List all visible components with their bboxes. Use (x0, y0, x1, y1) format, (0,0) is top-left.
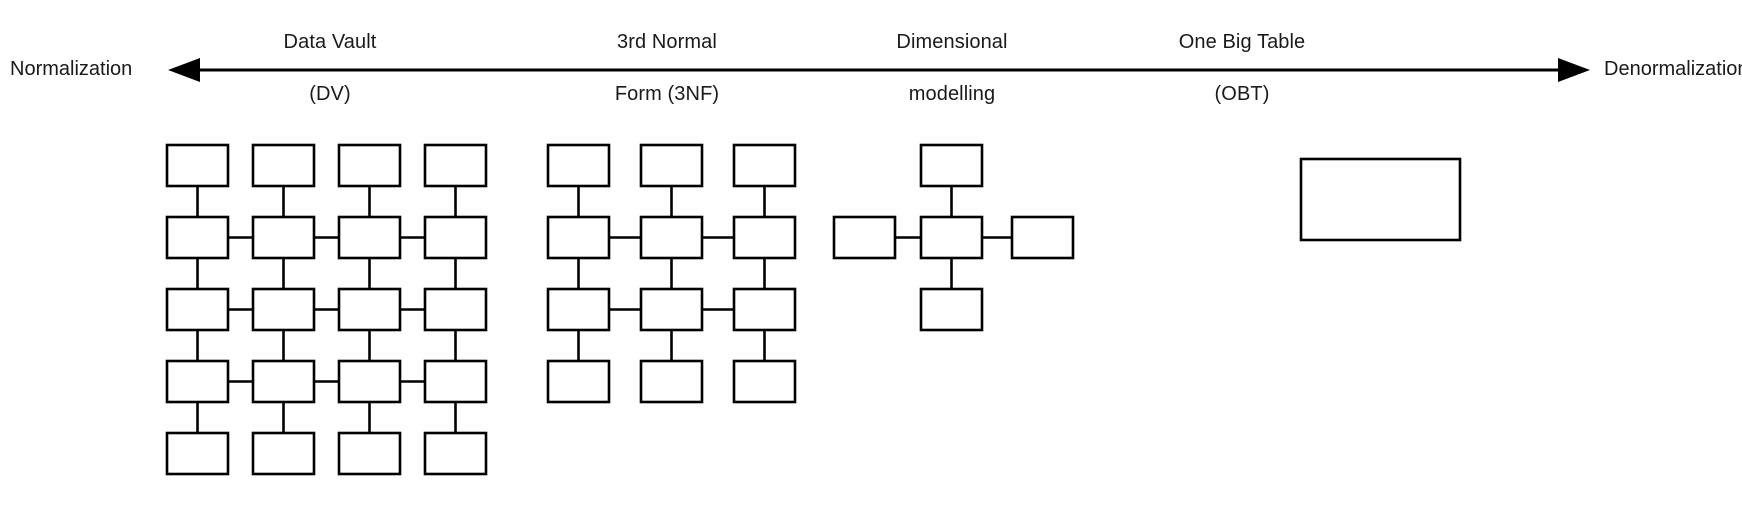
dv-box (423, 431, 488, 476)
tnf-box (639, 215, 704, 260)
dim-satellite-box-left (832, 215, 897, 260)
tnf-box (546, 215, 611, 260)
dv-box (251, 287, 316, 332)
obt-box (1299, 157, 1462, 242)
column-header-line2: (DV) (309, 83, 351, 105)
column-header-dimensional-modelling: Dimensional modelling (852, 3, 1052, 107)
tnf-box (732, 287, 797, 332)
dv-box (165, 431, 230, 476)
dv-box (337, 287, 402, 332)
column-header-line1: 3rd Normal (617, 31, 717, 53)
tnf-box (639, 143, 704, 188)
arrow-head-left-icon (168, 58, 200, 82)
dimensional-star-schema (832, 143, 1075, 332)
axis-label-denormalization: Denormalization (1604, 58, 1742, 80)
tnf-box (732, 143, 797, 188)
dv-horizontal-connectors (228, 236, 425, 383)
column-header-line1: Dimensional (896, 31, 1008, 53)
tnf-box (546, 359, 611, 404)
dim-satellite-box-bottom (919, 287, 984, 332)
dv-box (337, 359, 402, 404)
dv-box (165, 359, 230, 404)
dv-box (423, 359, 488, 404)
dv-box (165, 215, 230, 260)
dim-fact-box-center (919, 215, 984, 260)
third-normal-form-schema (546, 143, 797, 404)
dim-satellite-box-right (1010, 215, 1075, 260)
tnf-box (732, 359, 797, 404)
dv-box (165, 143, 230, 188)
dv-box (337, 143, 402, 188)
column-header-one-big-table: One Big Table (OBT) (1142, 3, 1342, 107)
tnf-vertical-connectors (577, 186, 766, 361)
column-header-line2: (OBT) (1214, 83, 1270, 105)
axis-label-normalization: Normalization (10, 58, 133, 80)
dv-box (337, 431, 402, 476)
tnf-horizontal-connectors (609, 236, 734, 311)
tnf-box (546, 143, 611, 188)
column-header-line1: One Big Table (1178, 31, 1306, 53)
dv-box (251, 215, 316, 260)
column-header-line1: Data Vault (283, 31, 377, 53)
tnf-box (732, 215, 797, 260)
dv-box (251, 143, 316, 188)
dim-satellite-box-top (919, 143, 984, 188)
dv-vertical-connectors (196, 186, 457, 433)
one-big-table-schema (1299, 157, 1462, 242)
tnf-box (639, 359, 704, 404)
dv-box (251, 431, 316, 476)
column-header-data-vault: Data Vault (DV) (230, 3, 430, 107)
dv-box (423, 215, 488, 260)
arrow-head-right-icon (1558, 58, 1590, 82)
column-header-line2: Form (3NF) (614, 83, 720, 105)
column-header-3nf: 3rd Normal Form (3NF) (567, 3, 767, 107)
dv-box (337, 215, 402, 260)
tnf-box (546, 287, 611, 332)
tnf-box (639, 287, 704, 332)
spectrum-arrow (168, 58, 1590, 82)
dv-box (423, 143, 488, 188)
dv-box (251, 359, 316, 404)
data-vault-schema (165, 143, 488, 476)
dv-box (165, 287, 230, 332)
column-header-line2: modelling (908, 83, 996, 105)
dv-box (423, 287, 488, 332)
